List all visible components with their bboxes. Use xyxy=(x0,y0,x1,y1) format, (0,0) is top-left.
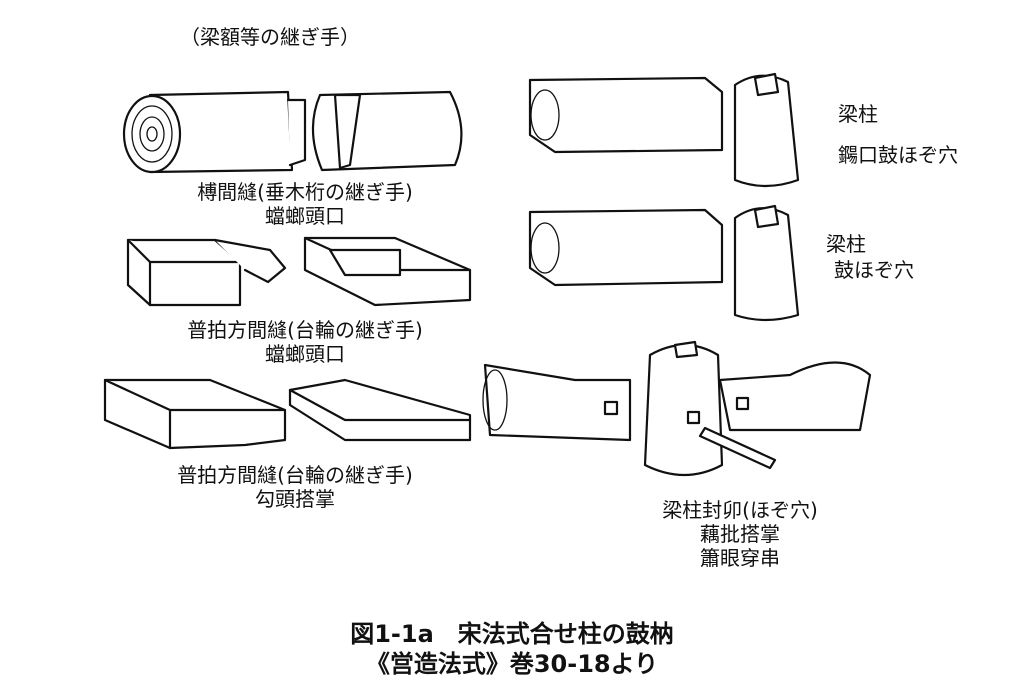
beam-post-drawing-2 xyxy=(528,204,800,322)
plate-dovetail-drawing xyxy=(126,236,472,307)
joint-4-subtitle: 鐊口鼓ほぞ穴 xyxy=(838,143,958,167)
figure-caption: 図1-1a 宋法式合せ柱の鼓枘 xyxy=(350,620,674,648)
figure-source: 《営造法式》巻30-18より xyxy=(365,650,659,678)
beam-post-drawing-1 xyxy=(528,72,800,188)
joint-group-note: （梁額等の継ぎ手） xyxy=(180,25,360,49)
joint-6-detail: 簫眼穿串 xyxy=(700,546,780,570)
log-joint-drawing xyxy=(122,90,463,174)
joint-6-title: 梁柱封卯(ほぞ穴) xyxy=(662,498,818,522)
joint-3-subtitle: 勾頭搭掌 xyxy=(255,487,335,511)
joint-5-subtitle: 鼓ほぞ穴 xyxy=(834,258,914,282)
joint-6-subtitle: 藕批搭掌 xyxy=(700,522,780,546)
plate-lap-drawing xyxy=(103,378,472,450)
beam-post-peg-drawing xyxy=(482,340,872,477)
joint-1-subtitle: 蟷螂頭口 xyxy=(265,204,345,228)
joint-2-title: 普拍方間縫(台輪の継ぎ手) xyxy=(187,318,423,342)
joint-1-title: 榑間縫(垂木桁の継ぎ手) xyxy=(197,180,413,204)
joint-4-title: 梁柱 xyxy=(838,102,878,126)
joint-2-subtitle: 蟷螂頭口 xyxy=(265,342,345,366)
joint-5-title: 梁柱 xyxy=(826,232,866,256)
joint-3-title: 普拍方間縫(台輪の継ぎ手) xyxy=(177,463,413,487)
